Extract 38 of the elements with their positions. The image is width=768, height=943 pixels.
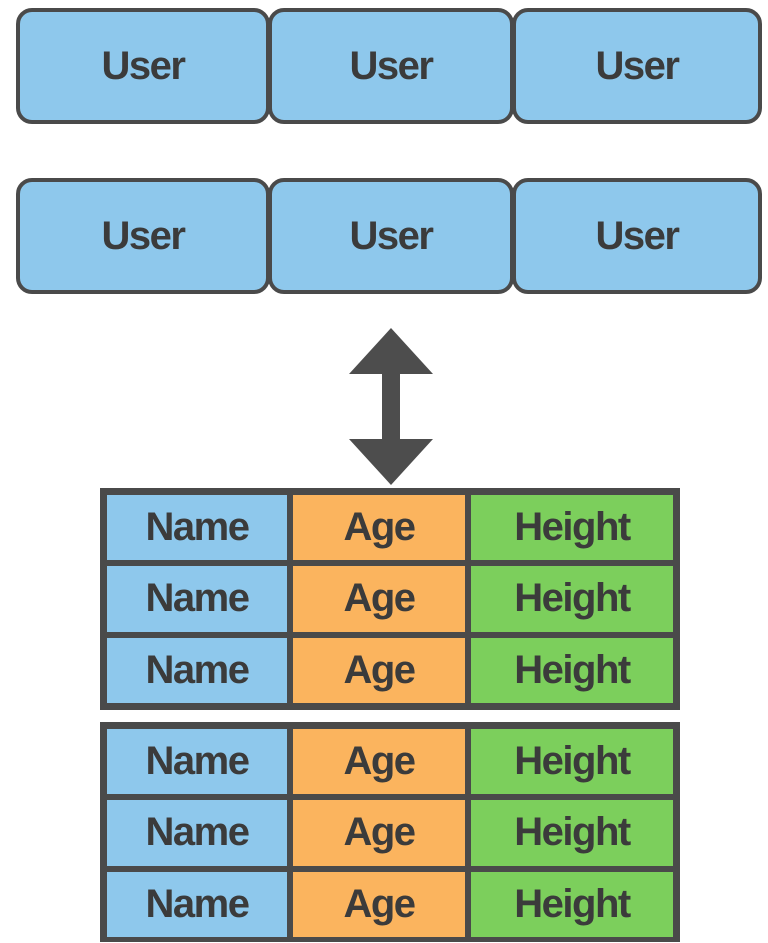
table-cell <box>290 797 468 869</box>
user-box <box>268 178 514 294</box>
cell-text: Name <box>146 739 248 784</box>
cell-text: Age <box>343 810 415 856</box>
cell-text: Age <box>343 648 415 693</box>
cell-text: Age <box>343 882 415 927</box>
cell-text: Age <box>343 505 415 550</box>
cell-text: Age <box>343 739 415 784</box>
cell-text: Name <box>146 576 248 622</box>
cell-text: User <box>596 214 678 258</box>
table-cell <box>104 797 290 869</box>
cell-text: User <box>102 44 184 88</box>
table-group <box>100 488 680 710</box>
cell-text: Height <box>514 576 630 622</box>
cell-text: User <box>102 214 184 258</box>
cell-text: Age <box>343 576 415 622</box>
cell-text: User <box>350 214 432 258</box>
cell-text: Height <box>514 882 630 927</box>
cell-text: Name <box>146 505 248 550</box>
cell-text: User <box>350 44 432 88</box>
user-box <box>16 8 270 124</box>
cell-text: Height <box>514 739 630 784</box>
cell-text: Height <box>514 648 630 693</box>
cell-text: Name <box>146 810 248 856</box>
user-box <box>268 8 514 124</box>
table-cell <box>104 563 290 635</box>
user-box <box>512 8 762 124</box>
user-box <box>16 178 270 294</box>
table-cell <box>468 563 676 635</box>
cell-text: Name <box>146 882 248 927</box>
table-cell <box>290 563 468 635</box>
user-box <box>512 178 762 294</box>
cell-text: Name <box>146 648 248 693</box>
cell-text: Height <box>514 810 630 856</box>
cell-text: User <box>596 44 678 88</box>
table-group <box>100 722 680 942</box>
table-cell <box>468 797 676 869</box>
cell-text: Height <box>514 505 630 550</box>
